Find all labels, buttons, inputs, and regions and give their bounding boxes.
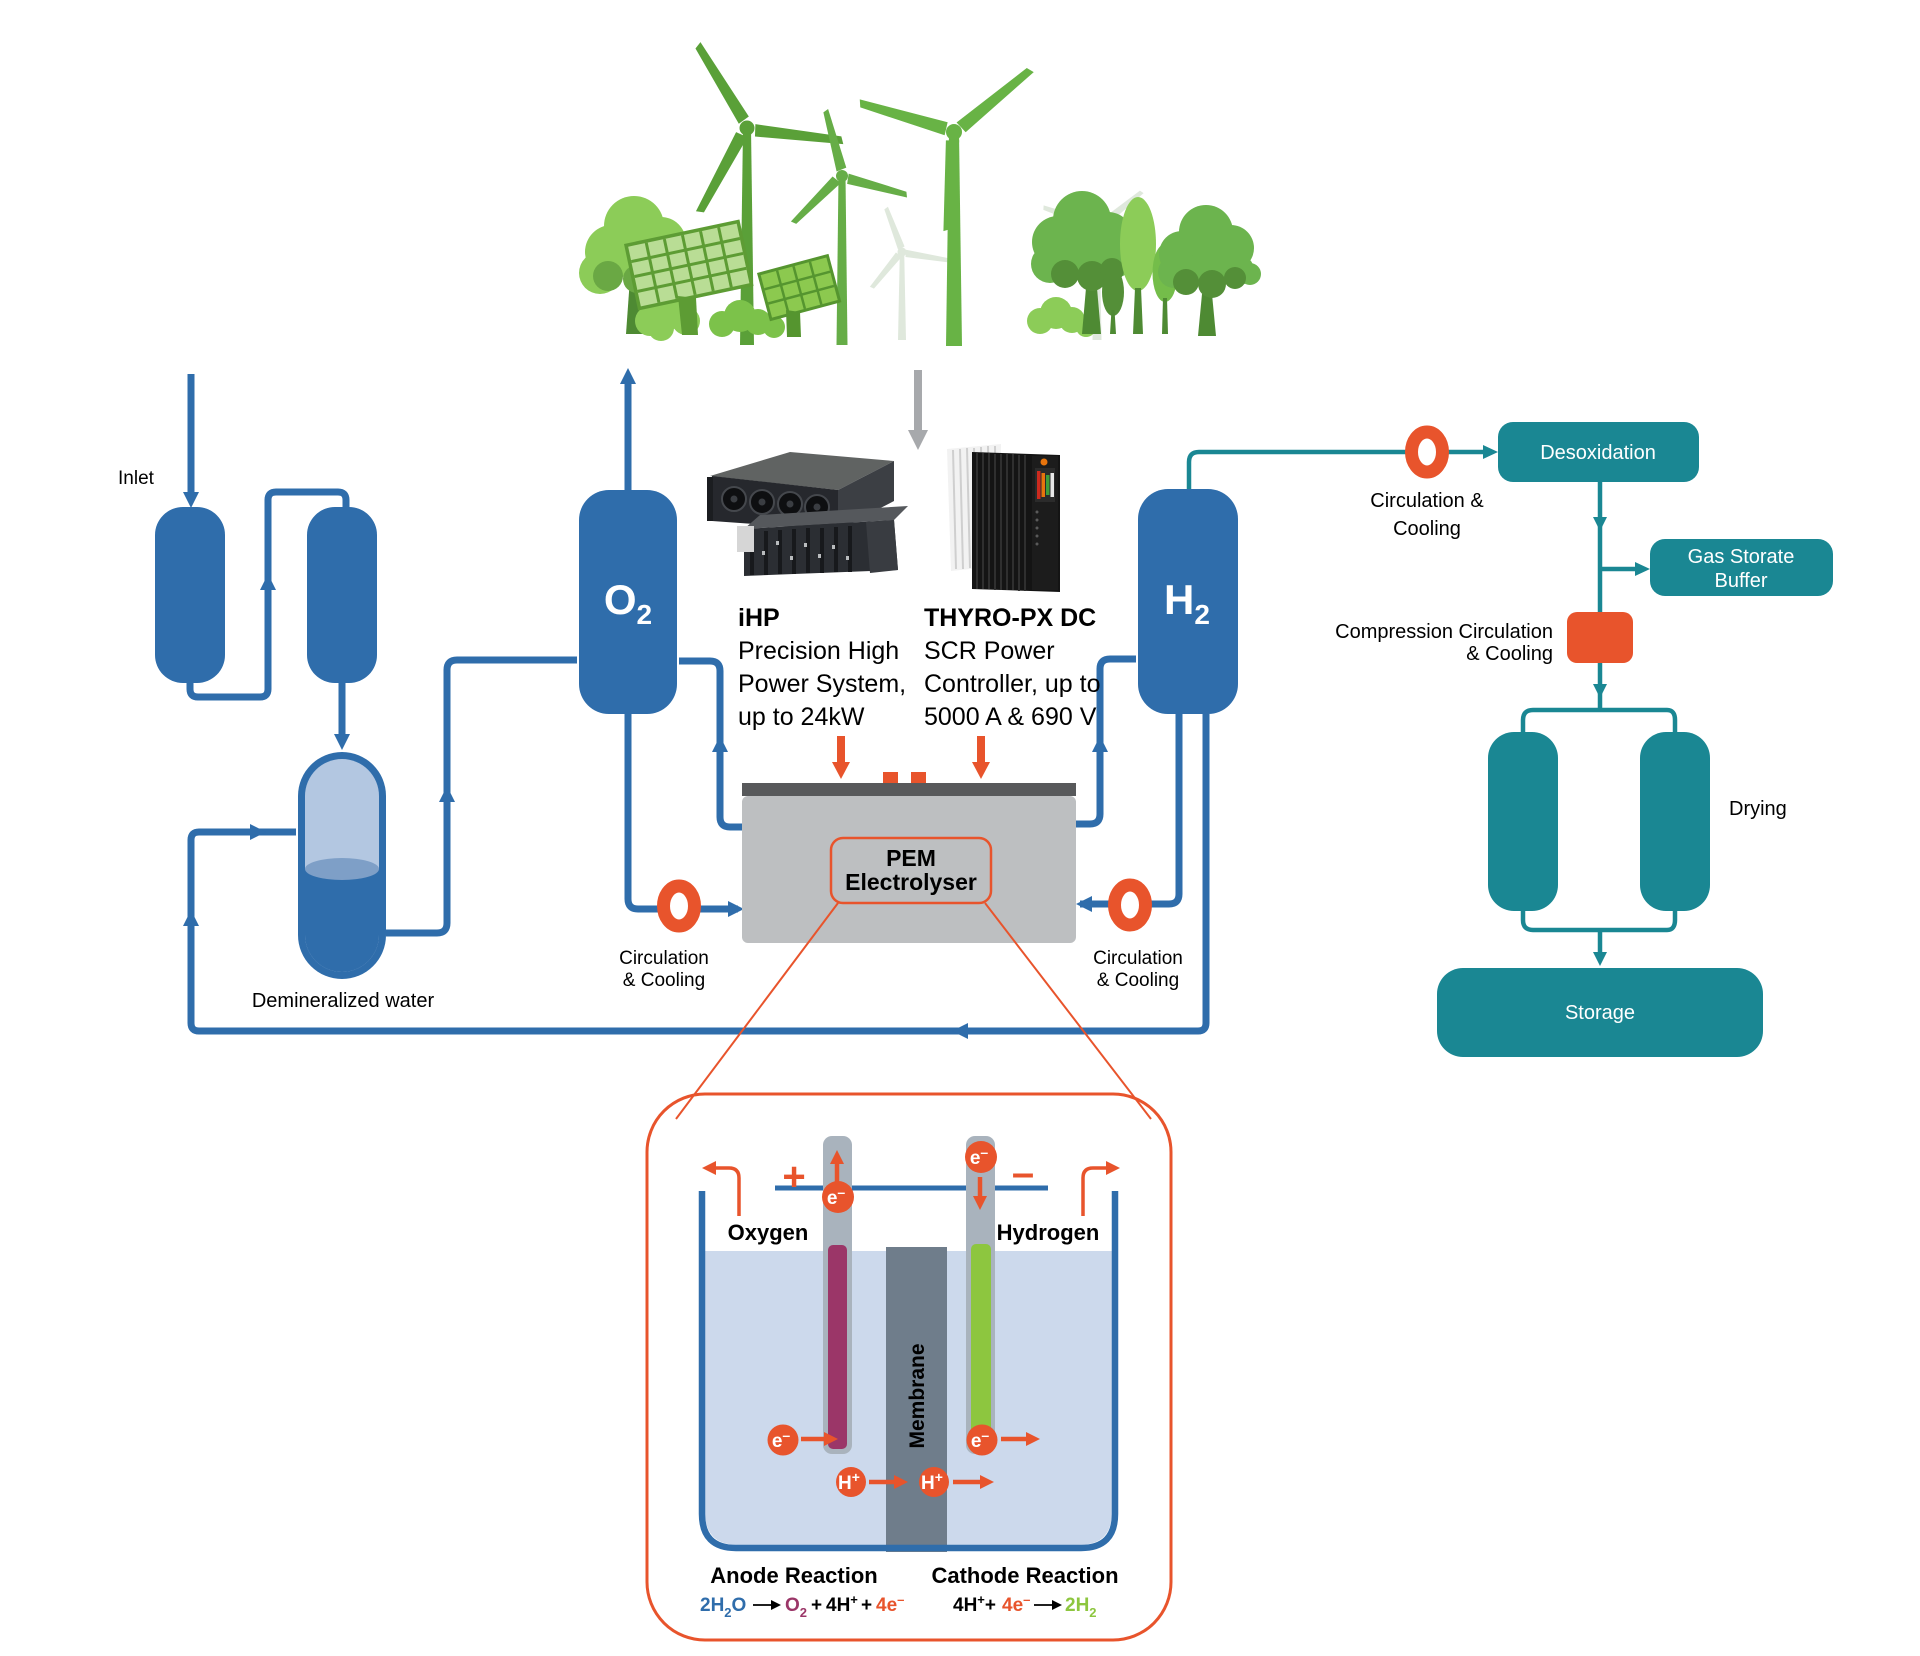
svg-text:Controller, up to: Controller, up to (924, 670, 1101, 698)
svg-text:Demineralized water: Demineralized water (252, 990, 435, 1012)
svg-text:& Cooling: & Cooling (623, 970, 705, 991)
svg-text:Desoxidation: Desoxidation (1540, 442, 1656, 464)
svg-text:Storage: Storage (1565, 1002, 1635, 1024)
svg-text:Hydrogen: Hydrogen (997, 1220, 1100, 1245)
svg-text:Electrolyser: Electrolyser (845, 869, 977, 895)
svg-text:iHP: iHP (738, 604, 780, 632)
svg-text:SCR Power: SCR Power (924, 637, 1055, 665)
svg-text:Gas Storate: Gas Storate (1688, 546, 1795, 568)
svg-text:–: – (1012, 1151, 1034, 1195)
svg-text:2H2O: 2H2O (700, 1595, 746, 1620)
svg-text:Anode Reaction: Anode Reaction (710, 1563, 877, 1588)
svg-text:Oxygen: Oxygen (728, 1220, 809, 1245)
svg-text:Inlet: Inlet (118, 468, 155, 489)
svg-text:Circulation: Circulation (1093, 948, 1183, 969)
svg-text:+: + (782, 1155, 805, 1199)
svg-text:2H2: 2H2 (1065, 1595, 1097, 1620)
svg-text:Circulation: Circulation (619, 948, 709, 969)
svg-text:Power System,: Power System, (738, 670, 906, 698)
svg-text:Compression Circulation: Compression Circulation (1335, 621, 1553, 643)
svg-text:Precision High: Precision High (738, 637, 899, 665)
svg-text:Drying: Drying (1729, 798, 1787, 820)
svg-text:Circulation &: Circulation & (1370, 490, 1484, 512)
svg-text:Cooling: Cooling (1393, 518, 1461, 540)
svg-text:Cathode Reaction: Cathode Reaction (931, 1563, 1118, 1588)
svg-text:Membrane: Membrane (906, 1343, 929, 1448)
svg-text:THYRO-PX DC: THYRO-PX DC (924, 604, 1096, 632)
svg-text:5000 A & 690 V: 5000 A & 690 V (924, 703, 1097, 731)
svg-text:+: + (861, 1595, 872, 1616)
svg-text:O2: O2 (604, 576, 652, 630)
svg-text:& Cooling: & Cooling (1097, 970, 1179, 991)
svg-text:4H++: 4H++ (953, 1592, 996, 1616)
svg-text:up to 24kW: up to 24kW (738, 703, 865, 731)
svg-text:& Cooling: & Cooling (1466, 643, 1553, 665)
svg-text:PEM: PEM (886, 845, 936, 871)
svg-text:4e–: 4e– (876, 1592, 904, 1616)
svg-text:Buffer: Buffer (1715, 570, 1768, 592)
svg-text:+: + (811, 1595, 822, 1616)
